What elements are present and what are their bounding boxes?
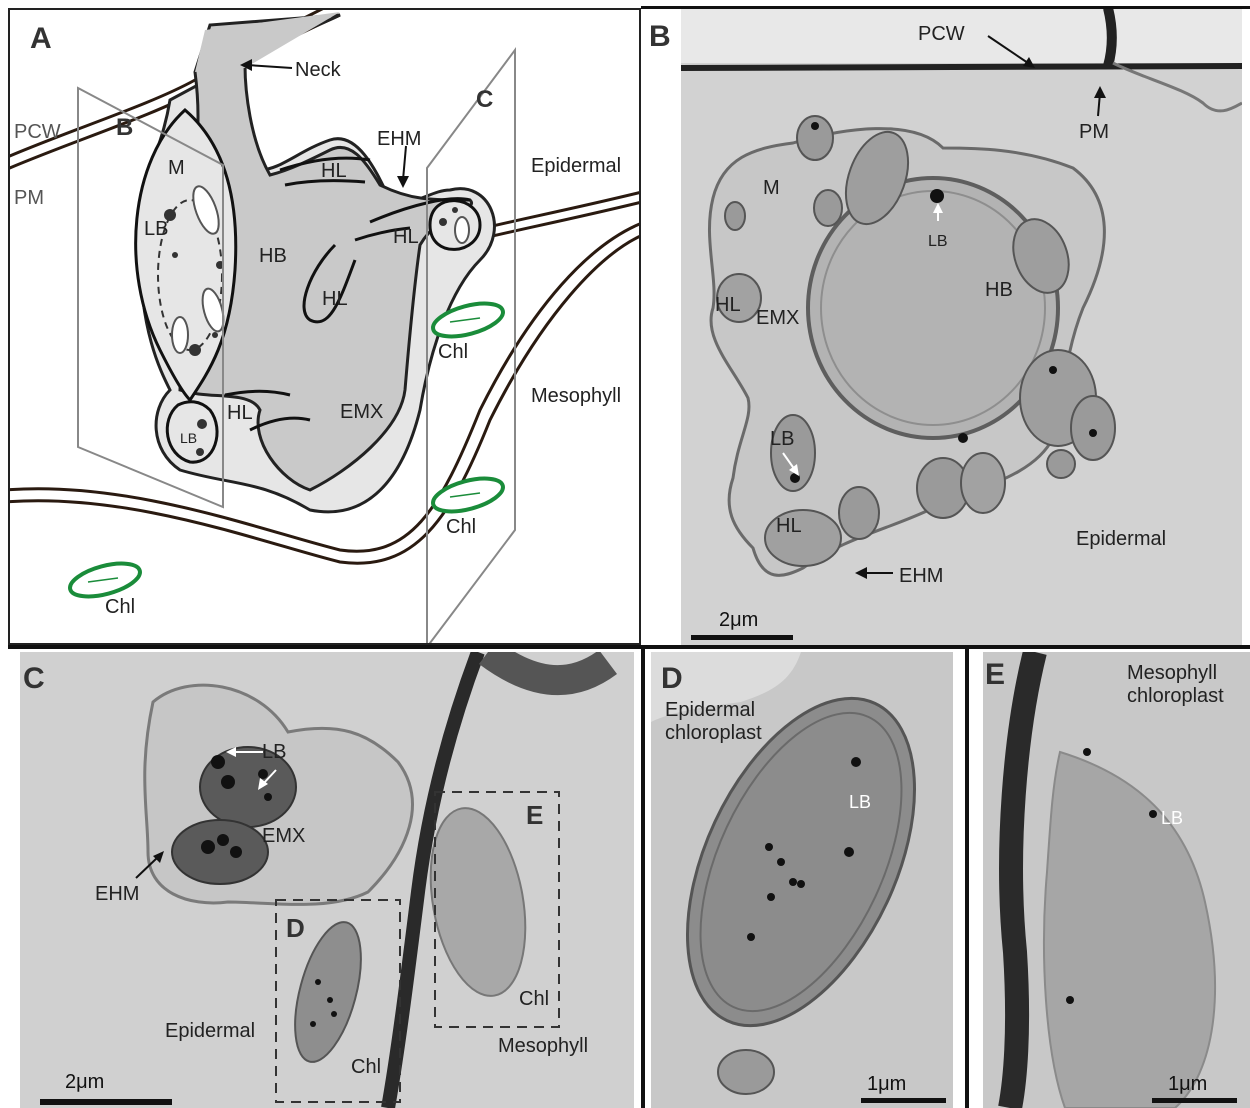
lb-label: LB xyxy=(849,793,871,811)
scale-bar-label: 1μm xyxy=(867,1074,906,1094)
m-label: M xyxy=(168,158,185,178)
lb-label: LB xyxy=(928,234,948,250)
epidermal-label: Epidermal xyxy=(531,156,621,176)
chl-label: Chl xyxy=(105,597,135,617)
scale-bar-label: 1μm xyxy=(1168,1074,1207,1094)
divider-horizontal xyxy=(641,6,1250,9)
lb-label: LB xyxy=(770,429,794,449)
pm-label: PM xyxy=(1079,122,1109,142)
divider-horizontal xyxy=(8,645,1250,649)
emx-label: EMX xyxy=(340,402,383,422)
hl-label: HL xyxy=(321,161,347,181)
pcw-label: PCW xyxy=(14,122,61,142)
ehm-label: EHM xyxy=(899,566,943,586)
panel-title: Mesophyll chloroplast xyxy=(1127,662,1224,708)
chl-label: Chl xyxy=(519,989,549,1009)
panel-e-micrograph xyxy=(975,652,1250,1108)
scale-bar-label: 2μm xyxy=(719,610,758,630)
chl-label: Chl xyxy=(446,517,476,537)
chloroplast-icon xyxy=(430,472,507,518)
divider-vertical xyxy=(965,645,969,1108)
scale-bar-label: 2μm xyxy=(65,1072,104,1092)
lb-small-label: LB xyxy=(180,431,197,445)
chl-label: Chl xyxy=(438,342,468,362)
plane-c-label: C xyxy=(476,88,493,112)
box-d-label: D xyxy=(286,915,305,941)
hl-label: HL xyxy=(776,516,802,536)
neck-label: Neck xyxy=(295,60,341,80)
epidermal-label: Epidermal xyxy=(165,1021,255,1041)
divider-vertical xyxy=(641,645,645,1108)
hb-label: HB xyxy=(259,246,287,266)
panel-letter: A xyxy=(30,24,52,54)
panel-e: E Mesophyll chloroplast LB 1μm xyxy=(975,652,1250,1108)
panel-a: A Neck PCW PM B C M LB HB HL HL HL HL EH… xyxy=(8,8,641,645)
panel-letter: B xyxy=(649,22,671,52)
hl-label: HL xyxy=(715,295,741,315)
chl-label: Chl xyxy=(351,1057,381,1077)
hb-label: HB xyxy=(985,280,1013,300)
panel-letter: E xyxy=(985,660,1005,690)
panel-b: B PCW PM M LB HB HL EMX LB HL EHM Epider… xyxy=(643,8,1242,645)
box-e-label: E xyxy=(526,802,543,828)
emx-label: EMX xyxy=(262,826,305,846)
panel-letter: C xyxy=(23,664,45,694)
hl-label: HL xyxy=(227,403,253,423)
epidermal-label: Epidermal xyxy=(1076,529,1166,549)
pcw-label: PCW xyxy=(918,24,965,44)
ehm-label: EHM xyxy=(377,129,421,149)
hl-label: HL xyxy=(393,227,419,247)
panel-a-diagram xyxy=(10,10,641,645)
mesophyll-label: Mesophyll xyxy=(531,386,621,406)
lb-label: LB xyxy=(144,219,168,239)
emx-label: EMX xyxy=(756,308,799,328)
panel-title: Epidermal chloroplast xyxy=(665,699,762,745)
panel-c: C LB EMX EHM D E Epidermal Chl Chl Mesop… xyxy=(8,652,634,1108)
ehm-label: EHM xyxy=(95,884,139,904)
m-label: M xyxy=(763,178,780,198)
lb-label: LB xyxy=(1161,809,1183,827)
plane-b-label: B xyxy=(116,116,133,140)
panel-d: D Epidermal chloroplast LB 1μm xyxy=(651,652,953,1108)
mesophyll-label: Mesophyll xyxy=(498,1036,588,1056)
lb-label: LB xyxy=(262,742,286,762)
pm-label: PM xyxy=(14,188,44,208)
panel-letter: D xyxy=(661,664,683,694)
hl-label: HL xyxy=(322,289,348,309)
